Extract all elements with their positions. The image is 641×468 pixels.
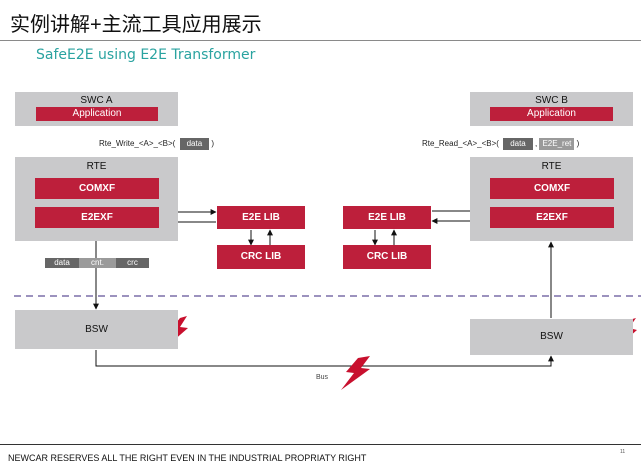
right-rte-label: RTE (541, 161, 562, 172)
right-rte-box: RTE COMXF E2EXF (470, 157, 633, 241)
left-rte-box: RTE COMXF E2EXF (15, 157, 178, 241)
lightning-icon-bus (341, 356, 370, 390)
left-crc-lib-block: CRC LIB (217, 245, 305, 269)
rte-write-close: ) (211, 139, 215, 148)
footer-divider (0, 444, 641, 445)
right-e2e-lib-block: E2E LIB (343, 206, 431, 229)
title-divider (0, 40, 641, 41)
swc-b-box: SWC B Application (470, 92, 633, 126)
data-tag: data (45, 258, 79, 268)
right-bsw-box: BSW (470, 319, 633, 355)
page-subtitle: SafeE2E using E2E Transformer (36, 47, 256, 63)
crc-tag: crc (116, 258, 149, 268)
right-bsw-label: BSW (540, 331, 563, 342)
rte-read-close: ) (576, 139, 580, 148)
rte-read-data-param: data (503, 138, 533, 150)
right-e2exf-block: E2EXF (490, 207, 614, 228)
left-e2exf-block: E2EXF (35, 207, 159, 228)
page-number: 11 (620, 449, 626, 455)
rte-write-data-param: data (179, 138, 210, 150)
left-bsw-box: BSW (15, 310, 178, 349)
rte-read-api: Rte_Read_<A>_<B>( data , E2E_ret ) (422, 138, 579, 150)
rte-write-api: Rte_Write_<A>_<B>( data ) (99, 138, 214, 150)
left-application-bar: Application (36, 107, 158, 121)
left-e2e-lib-block: E2E LIB (217, 206, 305, 229)
rte-read-e2e-ret-param: E2E_ret (539, 138, 575, 150)
rte-read-call: Rte_Read_<A>_<B>( (422, 139, 499, 148)
page-title: 实例讲解+主流工具应用展示 (10, 14, 262, 36)
bus-line (95, 350, 554, 367)
right-application-bar: Application (490, 107, 613, 121)
right-crc-lib-block: CRC LIB (343, 245, 431, 269)
rte-read-sep: , (535, 139, 538, 148)
left-comxf-block: COMXF (35, 178, 159, 199)
left-rte-label: RTE (86, 161, 107, 172)
data-frame-tags: data cnt. crc (45, 258, 149, 268)
swc-b-label: SWC B (535, 95, 568, 106)
right-comxf-block: COMXF (490, 178, 614, 199)
swc-a-label: SWC A (80, 95, 113, 106)
rte-write-call: Rte_Write_<A>_<B>( (99, 139, 176, 148)
bus-label: Bus (316, 374, 329, 381)
counter-tag: cnt. (79, 258, 116, 268)
left-bsw-label: BSW (85, 324, 108, 335)
swc-a-box: SWC A Application (15, 92, 178, 126)
footer-text: NEWCAR RESERVES ALL THE RIGHT EVEN IN TH… (8, 453, 367, 463)
